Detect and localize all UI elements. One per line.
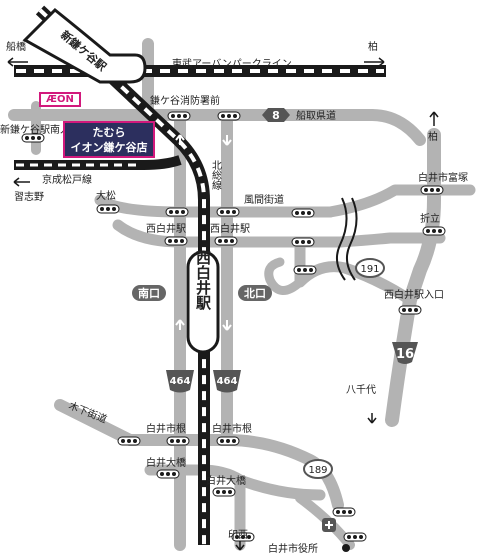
tomizuka-label: 白井市富塚 <box>418 171 468 184</box>
shinkamagaya-minami-label: 新鎌ケ谷駅南入口 <box>0 123 80 136</box>
signal <box>165 207 189 217</box>
ohashi-right-label: 白井大橋 <box>206 474 246 487</box>
kamagaya-fire-label: 鎌ケ谷消防署前 <box>150 94 220 107</box>
road-break <box>335 197 358 281</box>
tobu-line-label: 東武アーバンパークライン <box>172 57 292 70</box>
hokuso-rail <box>35 5 210 545</box>
route-464-left-text: 464 <box>170 376 191 387</box>
route-8-shield: 8 <box>262 108 290 122</box>
ohashi-left-label: 白井大橋 <box>146 456 186 469</box>
arrow-left-funabashi <box>7 57 28 67</box>
yachiyo-label: 八千代 <box>346 384 376 396</box>
oritate-label: 折立 <box>420 212 440 225</box>
route-16-shield: 16 <box>392 342 418 364</box>
signal <box>231 532 255 542</box>
hospital-icon <box>322 518 336 532</box>
arrow-down-inzai <box>235 540 245 551</box>
signal <box>291 237 315 247</box>
route-191-shield: 191 <box>355 258 385 278</box>
route-189-shield: 189 <box>303 459 333 479</box>
route-16-text: 16 <box>396 347 414 362</box>
kashiwa-up-label: 柏 <box>428 130 438 143</box>
arrow-left-narashino <box>13 177 30 187</box>
traffic-signals <box>21 111 446 542</box>
signal <box>422 226 446 236</box>
keisei-label: 京成松戸線 <box>42 173 92 186</box>
nishishiroi-station-shape <box>186 250 220 354</box>
kashiwa-right-label: 柏 <box>368 40 378 53</box>
nishishiroi-left-label: 西白井駅 <box>146 222 186 235</box>
signal <box>156 469 180 479</box>
route-189-text: 189 <box>308 465 327 476</box>
funabashi-label: 船橋 <box>6 40 26 53</box>
route-8-text: 8 <box>272 109 280 122</box>
nishishiroi-entrance-label: 西白井駅入口 <box>384 288 444 301</box>
narashino-label: 習志野 <box>14 190 44 203</box>
store-marker: たむら イオン鎌ケ谷店 <box>63 121 155 158</box>
city-hall-icon <box>342 544 350 552</box>
aeon-logo: ÆON <box>39 92 81 107</box>
arrow-down-yachiyo <box>367 413 377 424</box>
arrow-right-kashiwa <box>364 57 385 67</box>
minamiguchi-text: 南口 <box>138 286 160 300</box>
shinkamagaya-station-shape <box>22 7 147 84</box>
keisei-rail <box>14 155 182 170</box>
signal <box>117 436 141 446</box>
route-191-text: 191 <box>360 264 379 275</box>
inzai-label: 印西 <box>228 529 248 541</box>
signal <box>291 208 315 218</box>
shimone-left-label: 白井市根 <box>146 422 186 435</box>
signal <box>216 436 240 446</box>
signal <box>420 185 444 195</box>
nishishiroi-right-label: 西白井駅 <box>210 222 250 235</box>
signal <box>167 111 191 121</box>
signal <box>214 236 238 246</box>
signal <box>217 111 241 121</box>
signal <box>96 204 120 214</box>
route-464-right-shield: 464 <box>213 370 241 393</box>
kitaguchi-badge: 北口 <box>238 285 272 301</box>
store-name-line1: たむら <box>92 126 126 139</box>
signal <box>166 436 190 446</box>
kazama-label: 風間街道 <box>244 193 284 206</box>
signal <box>343 532 367 542</box>
hokuso-label: 北総線 <box>210 160 222 190</box>
minamiguchi-badge: 南口 <box>132 285 166 301</box>
signal <box>398 305 422 315</box>
omatsu-label: 大松 <box>96 189 116 202</box>
signal <box>216 207 240 217</box>
nishishiroi-station-label: 西白井駅 <box>194 250 212 311</box>
signal <box>21 133 45 143</box>
kitaguchi-text: 北口 <box>244 286 266 300</box>
signal <box>164 236 188 246</box>
direction-arrows <box>7 57 439 551</box>
signal <box>293 265 317 275</box>
shinkamagaya-minami-text: 新鎌ケ谷駅南入口 <box>0 123 80 136</box>
shimone-right-label: 白井市根 <box>212 422 252 435</box>
signal <box>212 487 236 497</box>
signal <box>332 507 356 517</box>
route-464-left-shield: 464 <box>166 370 194 393</box>
city-hall-label: 白井市役所 <box>268 542 318 555</box>
store-name-line2: イオン鎌ケ谷店 <box>70 141 148 154</box>
funatori-rd-label: 船取県道 <box>296 109 336 122</box>
arrow-up-kashiwa <box>429 111 439 126</box>
route-464-right-text: 464 <box>217 376 238 387</box>
